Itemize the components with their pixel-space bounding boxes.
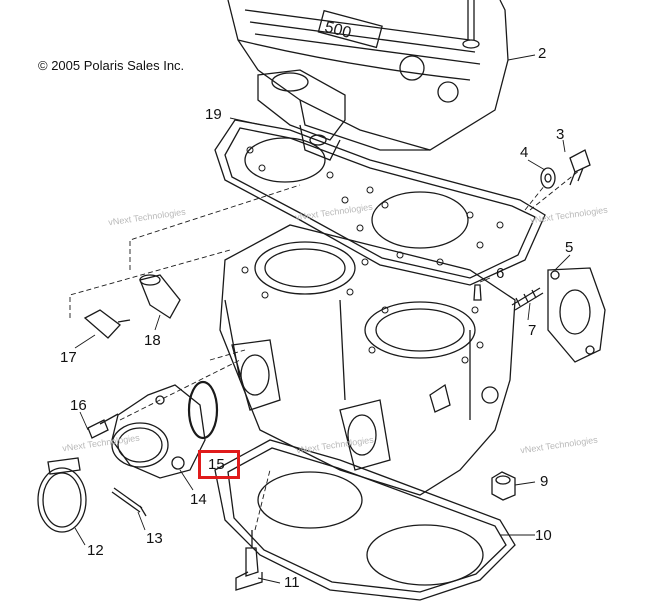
base-gasket: [214, 439, 516, 601]
flange-gasket-part-5: [547, 267, 606, 363]
callout-15[interactable]: 15: [208, 456, 225, 473]
callout-4[interactable]: 4: [520, 144, 529, 161]
callout-12[interactable]: 12: [87, 542, 104, 559]
head-gasket: [214, 119, 546, 286]
cylinder-head: 500: [227, 0, 509, 151]
callout-2[interactable]: 2: [538, 45, 547, 62]
intake-manifold: [111, 384, 206, 479]
callout-6[interactable]: 6: [496, 265, 505, 282]
hose-clamp-part-12: [37, 457, 87, 533]
elbow-fitting-part-11: [235, 530, 263, 591]
nut-part-9: [491, 471, 516, 501]
callout-11[interactable]: 11: [284, 574, 300, 591]
pin-part-6: [473, 284, 482, 301]
callout-17[interactable]: 17: [60, 349, 77, 366]
sensor-part-17: [83, 309, 131, 339]
stud-part-7: [511, 287, 544, 311]
callout-10[interactable]: 10: [535, 527, 552, 544]
callout-14[interactable]: 14: [190, 491, 207, 508]
highlight-box: [198, 450, 240, 479]
callout-5[interactable]: 5: [565, 239, 574, 256]
screw-part-16: [87, 413, 119, 439]
cylinder-block: [219, 224, 516, 496]
svg-text:500: 500: [323, 19, 353, 42]
callout-19[interactable]: 19: [205, 106, 222, 123]
screw-part-13: [111, 487, 147, 517]
callout-9[interactable]: 9: [540, 473, 549, 490]
o-ring-part-15: [187, 380, 219, 440]
callout-18[interactable]: 18: [144, 332, 161, 349]
callout-13[interactable]: 13: [146, 530, 163, 547]
callout-3[interactable]: 3: [556, 126, 565, 143]
bolt-part-3: [569, 149, 591, 186]
thermostat-part-18: [139, 274, 181, 319]
washer-part-4: [540, 167, 556, 189]
callout-16[interactable]: 16: [70, 397, 87, 414]
callout-7[interactable]: 7: [528, 322, 537, 339]
thermostat-housing: [257, 69, 346, 161]
copyright-notice: © 2005 Polaris Sales Inc.: [38, 58, 185, 73]
